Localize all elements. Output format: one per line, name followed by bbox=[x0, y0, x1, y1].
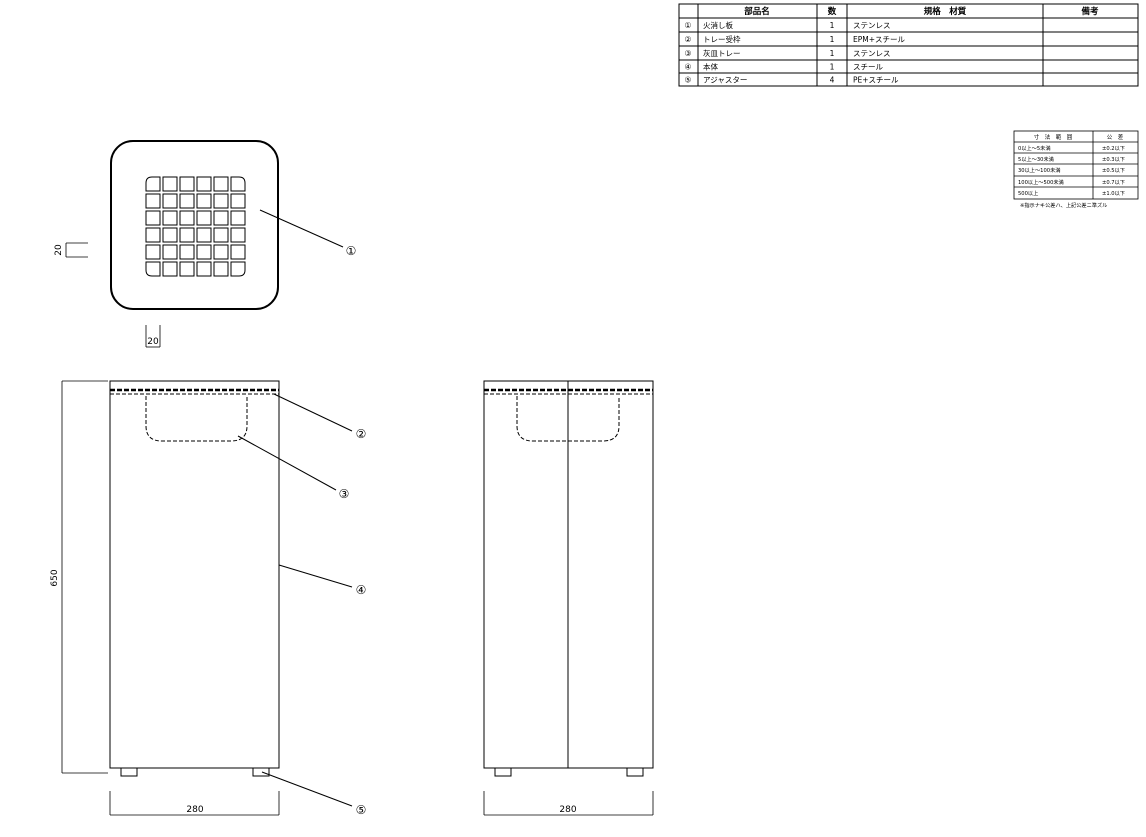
tol-header-range: 寸 法 範 囲 bbox=[1034, 133, 1073, 141]
tol-range: 500以上 bbox=[1018, 189, 1038, 197]
header-qty: 数 bbox=[828, 6, 837, 17]
tol-value: ±1.0以下 bbox=[1102, 190, 1125, 197]
grate-opening bbox=[179, 244, 195, 260]
callout-5: ⑤ bbox=[356, 803, 367, 817]
grate-opening bbox=[145, 176, 161, 192]
row-spec: PE+スチール bbox=[853, 76, 899, 85]
dim-height: 650 bbox=[50, 569, 60, 586]
tol-range: 30以上～100未満 bbox=[1018, 166, 1060, 174]
tol-range: 0以上～5未満 bbox=[1018, 144, 1051, 152]
row-name: トレー受枠 bbox=[703, 34, 741, 44]
row-spec: ステンレス bbox=[853, 21, 891, 30]
grate-opening bbox=[230, 227, 246, 243]
row-no: ① bbox=[684, 21, 691, 30]
dim-top-bottom: 20 bbox=[147, 337, 159, 347]
top-view-dimensions bbox=[65, 242, 161, 348]
tol-value: ±0.2以下 bbox=[1102, 145, 1125, 152]
grate-opening bbox=[162, 176, 178, 192]
grate-opening bbox=[162, 244, 178, 260]
grate-opening bbox=[213, 261, 229, 277]
side-view bbox=[483, 380, 654, 777]
header-spec: 規格 材質 bbox=[924, 6, 967, 17]
grate-opening bbox=[179, 176, 195, 192]
grate-opening bbox=[230, 210, 246, 226]
row-no: ② bbox=[684, 35, 691, 44]
grate-opening bbox=[145, 244, 161, 260]
grate-opening bbox=[179, 193, 195, 209]
side-width-dimension bbox=[483, 791, 654, 816]
row-qty: 1 bbox=[830, 35, 835, 44]
grate-opening bbox=[230, 193, 246, 209]
dim-top-side: 20 bbox=[54, 244, 64, 256]
grate-opening bbox=[213, 193, 229, 209]
row-qty: 1 bbox=[830, 49, 835, 58]
tol-range: 100以上～500未満 bbox=[1018, 178, 1064, 186]
grate-grid bbox=[145, 176, 246, 277]
callout-2: ② bbox=[356, 427, 367, 441]
tol-note: ※指示ナキ公差ハ、上記公差ニ準ズル bbox=[1020, 201, 1107, 209]
row-spec: EPM+スチール bbox=[853, 35, 906, 44]
tol-header-tol: 公 差 bbox=[1107, 133, 1124, 141]
height-dimension bbox=[61, 380, 108, 774]
grate-opening bbox=[230, 176, 246, 192]
tol-value: ±0.7以下 bbox=[1102, 179, 1125, 186]
grate-opening bbox=[213, 176, 229, 192]
tolerance-table-text: 寸 法 範 囲 公 差 0以上～5未満 ±0.2以下 5以上～30未満 ±0.3… bbox=[1018, 133, 1125, 209]
row-no: ⑤ bbox=[684, 76, 691, 85]
grate-opening bbox=[162, 210, 178, 226]
callout-1: ① bbox=[346, 244, 357, 258]
grate-opening bbox=[230, 261, 246, 277]
row-name: アジャスター bbox=[703, 76, 747, 85]
front-view bbox=[109, 380, 280, 777]
row-no: ④ bbox=[684, 63, 691, 72]
grate-opening bbox=[179, 227, 195, 243]
callout-3: ③ bbox=[339, 487, 350, 501]
grate-opening bbox=[145, 261, 161, 277]
grate-opening bbox=[145, 193, 161, 209]
dim-side-width: 280 bbox=[559, 805, 576, 815]
row-name: 本体 bbox=[703, 62, 718, 72]
row-spec: ステンレス bbox=[853, 49, 891, 58]
parts-table-text: 部品名 数 規格 材質 備考 ① 火消し板 1 ステンレス ② トレー受枠 1 … bbox=[684, 6, 1099, 85]
grate-opening bbox=[145, 210, 161, 226]
tol-range: 5以上～30未満 bbox=[1018, 155, 1054, 163]
row-name: 火消し板 bbox=[703, 20, 733, 30]
grate-opening bbox=[213, 227, 229, 243]
header-name: 部品名 bbox=[744, 6, 770, 17]
grate-opening bbox=[230, 244, 246, 260]
grate-opening bbox=[196, 193, 212, 209]
grate-opening bbox=[145, 227, 161, 243]
tol-value: ±0.5以下 bbox=[1102, 167, 1125, 174]
row-qty: 1 bbox=[830, 63, 835, 72]
grate-opening bbox=[213, 210, 229, 226]
callout-4: ④ bbox=[356, 583, 367, 597]
parts-table bbox=[678, 3, 1139, 87]
top-view bbox=[110, 140, 279, 310]
tolerance-table bbox=[1013, 130, 1139, 200]
grate-opening bbox=[162, 261, 178, 277]
row-qty: 1 bbox=[830, 21, 835, 30]
grate-opening bbox=[179, 210, 195, 226]
grate-opening bbox=[179, 261, 195, 277]
row-name: 灰皿トレー bbox=[703, 48, 741, 58]
row-no: ③ bbox=[684, 49, 691, 58]
grate-opening bbox=[196, 261, 212, 277]
grate-opening bbox=[196, 176, 212, 192]
leader-lines bbox=[237, 209, 353, 807]
header-remarks: 備考 bbox=[1081, 6, 1099, 17]
tol-value: ±0.3以下 bbox=[1102, 156, 1125, 163]
grate-opening bbox=[162, 227, 178, 243]
grate-opening bbox=[196, 244, 212, 260]
grate-opening bbox=[196, 210, 212, 226]
front-width-dimension bbox=[109, 791, 280, 816]
grate-opening bbox=[162, 193, 178, 209]
grate-opening bbox=[213, 244, 229, 260]
row-qty: 4 bbox=[830, 76, 835, 85]
dim-front-width: 280 bbox=[186, 805, 203, 815]
grate-opening bbox=[196, 227, 212, 243]
row-spec: スチール bbox=[853, 63, 883, 72]
